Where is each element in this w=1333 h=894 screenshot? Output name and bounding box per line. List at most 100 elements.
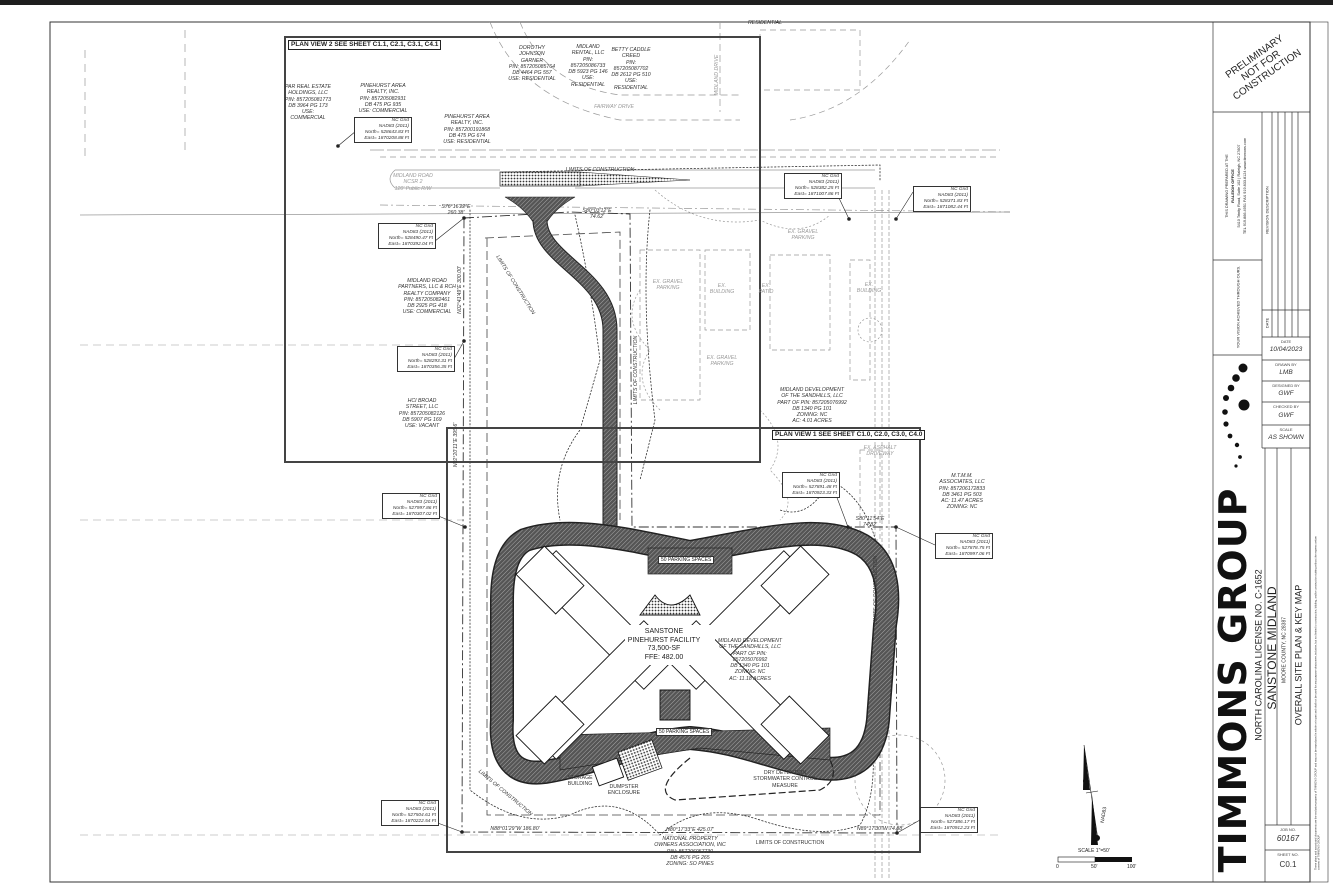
limits-of-construction-right: LIMITS OF CONSTRUCTION [872,555,879,625]
checked-by-value: GWF [1278,412,1294,419]
job-number-value: 60167 [1276,834,1300,843]
drawn-by-label: DRAWN BY [1275,362,1297,367]
sheet-border [49,21,1311,883]
existing-gravel-parking-1: EX. GRAVEL PARKING [652,279,684,292]
existing-patio: EX. PATIO [758,283,774,296]
facility-label: SANSTONE PINEHURST FACILITY 73,500-SF FF… [627,628,701,661]
bearing-south-2: N80°17'33"E 425.07' [666,827,714,833]
sheet-title: OVERALL SITE PLAN & KEY MAP [1293,584,1304,726]
drawn-by-value: LMB [1279,369,1293,376]
parcel-par-real-estate: PAR REAL ESTATE HOLDINGS, LLC PIN: 85720… [284,84,332,122]
parcel-midland-development-north: MIDLAND DEVELOPMENT OF THE SANDHILLS, LL… [777,387,847,425]
office-prepared: THIS DRAWING PREPARED AT THE [1224,154,1229,218]
north-arrow-icon [1083,744,1100,845]
adjacent-property-lines [80,344,1000,836]
parcel-residential-label: RESIDENTIAL [747,20,783,26]
grid-point-callout: NC Grid NAD83 (2011) North= 528293.31 Ft… [397,346,455,372]
existing-building-2: EX. BUILDING [856,282,882,295]
grid-point-callout: NC Grid NAD83 (2011) North= 527891.48 Ft… [782,472,840,498]
detention-label: DRY DETENTION STORMWATER CONTROL MEASURE [753,770,817,789]
office-name: RALEIGH OFFICE [1229,169,1235,203]
entrance-widening [499,171,581,187]
project-location: MOORE COUNTY, NC 28387 [1281,616,1288,684]
scale-bar [1057,856,1132,863]
storage-building [591,757,625,787]
bearing-north-2: S80°03'12"E 74.62' [582,208,612,221]
bearing-east-jog: S80°11'54"E 74.82' [855,516,885,529]
entrance-taper [579,171,691,187]
title-block-lines [1212,22,1310,882]
street-midland-drive: MIDLAND DRIVE [713,54,720,96]
property-boundary [461,211,898,834]
parcel-hci-broad: HCI BROAD STREET, LLC PIN: 857205082126 … [398,398,446,430]
access-drive-hatch [533,219,617,545]
existing-gravel-parking-2: EX. GRAVEL PARKING [787,229,819,242]
grid-point-callout: NC Grid NAD83 (2011) North= 527386.17 Ft… [920,807,978,833]
parking-north-label: 50 PARKING SPACES [658,556,715,564]
disclaimer-column [1309,21,1329,883]
revision-description-header: REVISION DESCRIPTION [1264,186,1270,234]
existing-building-1: EX. BUILDING [709,283,735,296]
grid-point-callout: NC Grid NAD83 (2011) North= 527878.75 Ft… [935,533,993,559]
checked-by-label: CHECKED BY [1272,404,1299,409]
grid-point-callout: NC Grid NAD83 (2011) North= 527997.86 Ft… [382,493,440,519]
parcel-garner: DOROTHY JOHNSON GARNER PIN: 857205085764… [508,45,556,83]
job-number-label: JOB NO. [1279,827,1296,832]
sheet-number-value: C0.1 [1279,860,1297,869]
grid-point-callout: NC Grid NAD83 (2011) North= 527504.61 Ft… [381,800,439,826]
sheet-number-label: SHEET NO. [1277,852,1299,857]
street-midland-road: MIDLAND ROAD NCSR 2 120' Public R/W [393,173,433,192]
bearing-south-1: N88°01'29"W 186.80' [490,826,540,832]
limits-of-construction [469,164,881,836]
parcel-midland-rental: MIDLAND RENTAL, LLC PIN: 857205086733 DB… [568,44,608,88]
revision-date-header: DATE [1264,317,1270,329]
date-value: 10/04/2023 [1269,346,1303,353]
office-address: 5410 Trinity Road, Suite 102 | Raleigh, … [1236,144,1241,228]
scale-label: SCALE [1279,427,1293,432]
facility-building [515,545,830,765]
plan-view-2-label[interactable]: PLAN VIEW 2 SEE SHEET C1.1, C2.1, C3.1, … [288,40,442,50]
street-fairway-drive: FAIRWAY DRIVE [594,104,634,110]
scale-value: AS SHOWN [1268,434,1304,441]
grid-point-callout: NC Grid NAD83 (2011) North= 528643.83 Ft… [354,117,412,143]
parcel-national-property: NATIONAL PROPERTY OWNERS ASSOCIATION, IN… [654,836,726,868]
timmons-logo-dots-icon [1222,363,1250,468]
bearing-north-1: S76°16'22"E 260.38' [441,204,471,217]
limits-of-construction-left: LIMITS OF CONSTRUCTION [632,335,639,405]
plan-view-1-frame [446,427,921,853]
license-number: NORTH CAROLINA LICENSE NO. C-1652 [1253,569,1264,741]
window-top-bar [0,0,1333,5]
existing-gravel-parking-3: EX. GRAVEL PARKING [706,355,738,368]
scale-tick-100: 100' [1127,864,1137,870]
bearing-south-3: N89°17'30"W 74.88' [856,826,904,832]
scale-bar-title: SCALE 1"=50' [1078,848,1110,854]
storage-building-label: STORAGE BUILDING [567,775,593,788]
existing-asphalt-driveway: EX. ASPHALT DRIVEWAY [863,445,897,458]
scale-tick-0: 0 [1056,864,1059,870]
parcel-pinehurst-residential: PINEHURST AREA REALTY, INC. PIN: 8572001… [443,114,491,146]
project-name: SANSTONE MIDLAND [1265,586,1279,710]
dumpster-enclosure [617,739,663,781]
office-contact: TEL 919.866.4951 FAX 919.833.8124 www.ti… [1242,137,1247,235]
dumpster-enclosure-label: DUMPSTER ENCLOSURE [607,784,641,797]
parcel-mtmm: M.T.M.M. ASSOCIATES, LLC PIN: 8572061728… [938,473,986,511]
disclaimer-text: These plans and associated documents are… [1314,536,1321,870]
date-label: DATE [1280,339,1292,344]
scale-tick-50: 50' [1091,864,1098,870]
parcel-midland-development-site: MIDLAND DEVELOPMENT OF THE SANDHILLS, LL… [718,638,782,682]
plan-view-2-frame [284,36,761,463]
parcel-midland-road-partners: MIDLAND ROAD PARTNERS, LLC & RCH REALTY … [398,278,456,316]
parking-south-label: 50 PARKING SPACES [656,728,713,736]
tagline: YOUR VISION ACHIEVED THROUGH OURS. [1235,265,1241,349]
plan-view-1-label[interactable]: PLAN VIEW 1 SEE SHEET C1.0, C2.0, C3.0, … [772,430,926,440]
grid-point-callout: NC Grid NAD83 (2011) North= 528371.83 Ft… [913,186,971,212]
bearing-west-lower: N02°20'11"E 395.6' [452,422,459,468]
dry-detention-pond [664,757,834,801]
grid-point-callout: NC Grid NAD83 (2011) North= 528490.47 Ft… [378,223,436,249]
bearing-west-upper: N02°41'49"E 300.00' [456,266,463,314]
company-logo-text: TIMMONS GROUP [1211,487,1255,873]
designed-by-value: GWF [1278,390,1294,397]
limits-of-construction-top: LIMITS OF CONSTRUCTION [565,167,635,173]
parcel-creed: BETTY CADDLE CREED PIN: 857205087702 DB … [611,47,651,91]
